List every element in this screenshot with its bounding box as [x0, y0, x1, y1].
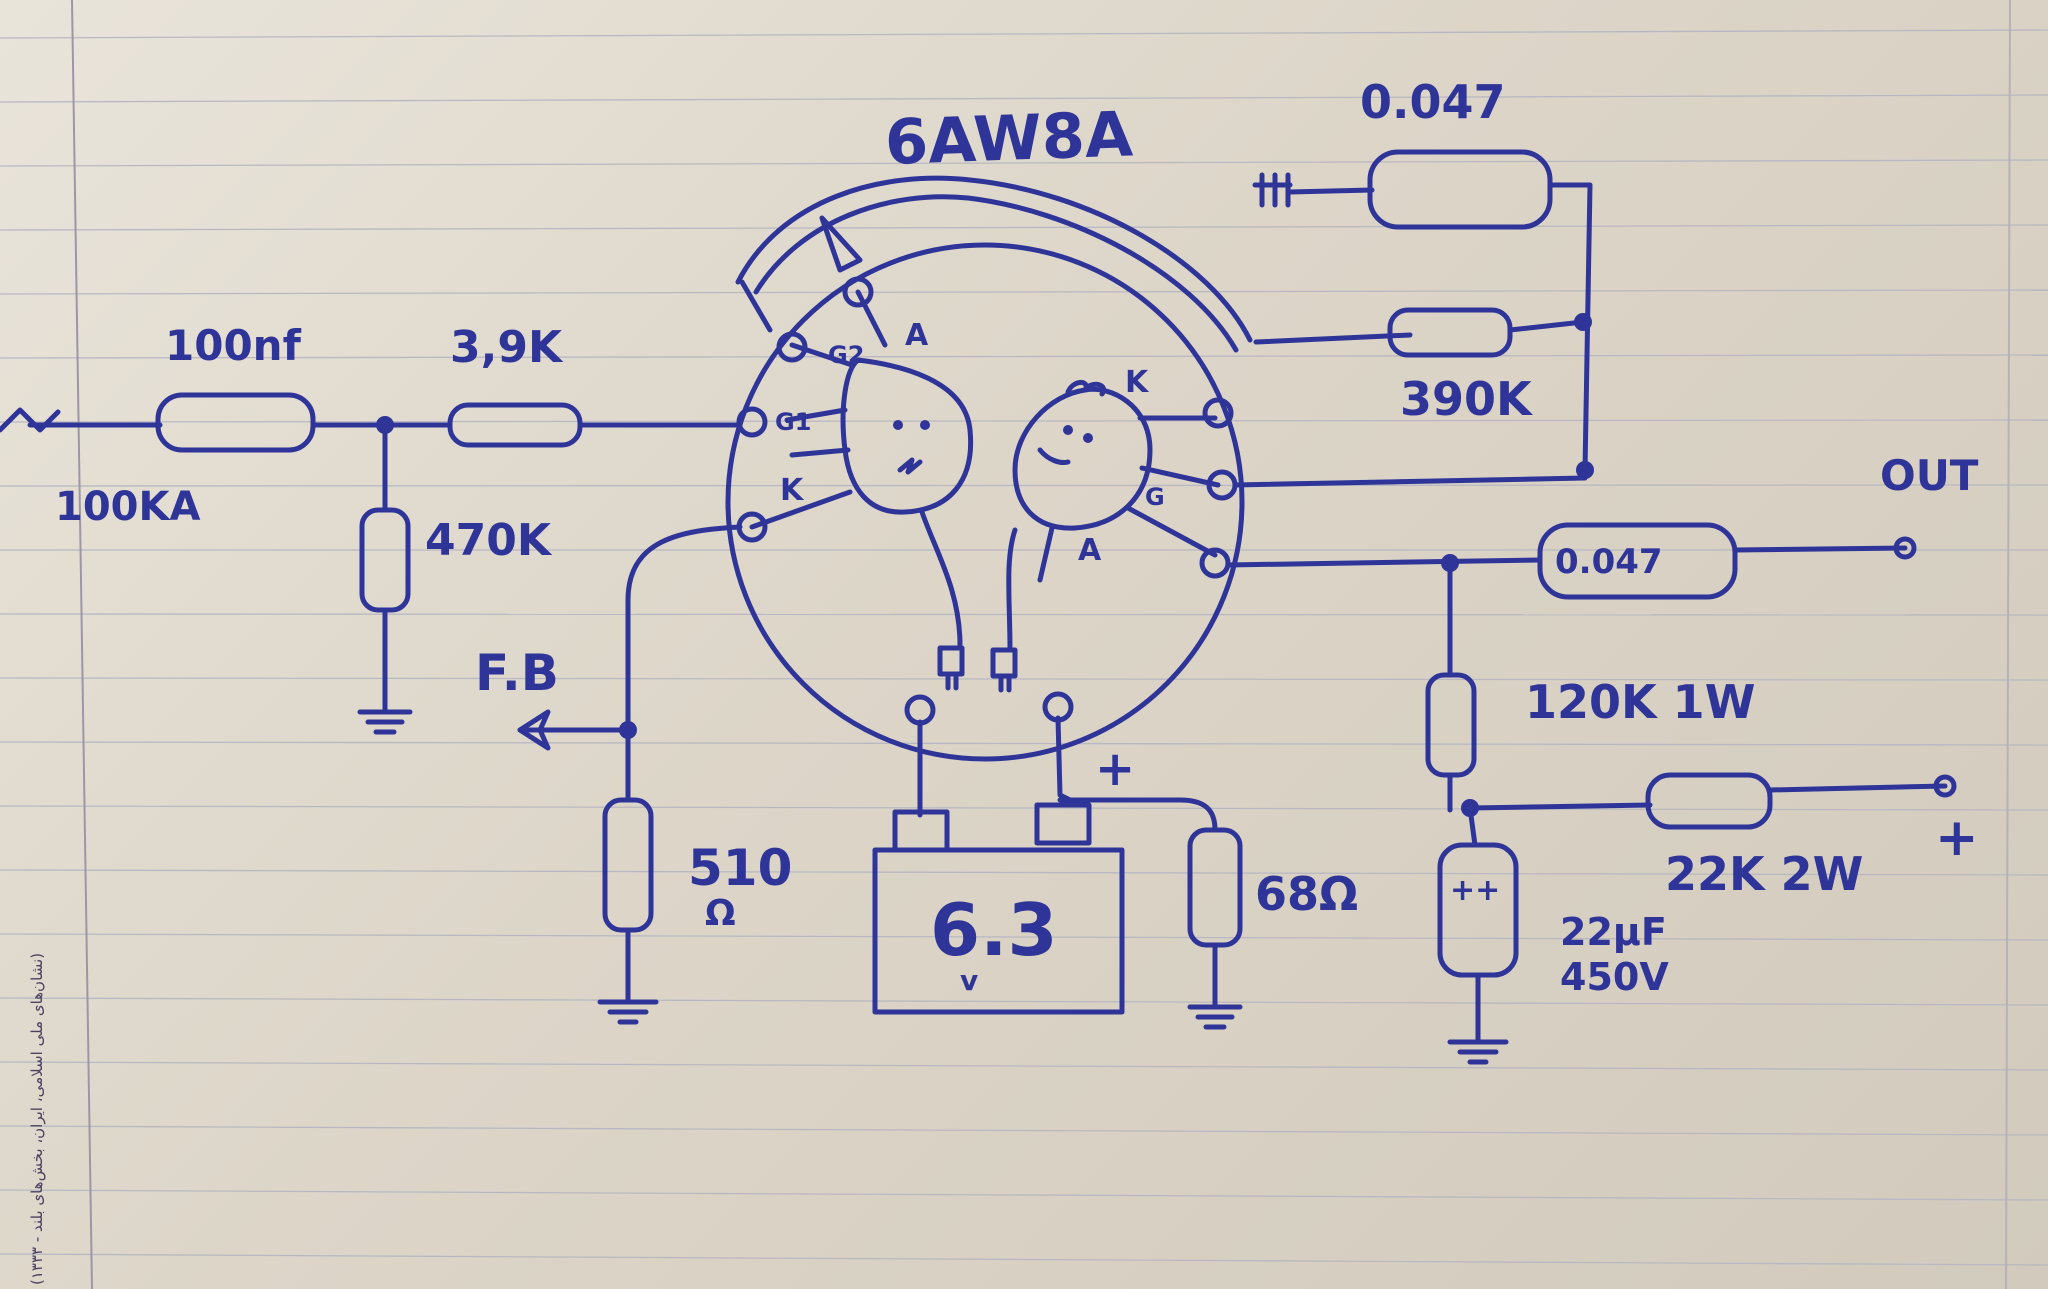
input-section: [0, 392, 743, 735]
heater-polarity-label: +: [1095, 741, 1135, 797]
pin-label-a-right: A: [1078, 533, 1102, 568]
plate-bypass-cap-label: 0.047: [1360, 75, 1506, 129]
heater-voltage-label: 6.3: [930, 888, 1058, 972]
filter-voltage-label: 450V: [1560, 955, 1669, 999]
grid-leak-label: 470K: [425, 515, 553, 566]
pin-label-k-right: K: [1125, 365, 1150, 400]
tube-envelope: [725, 242, 1245, 762]
output-label: OUT: [1880, 451, 1979, 500]
load-resistor-label: 120K 1W: [1525, 675, 1755, 729]
supply-resistor-label: 22K 2W: [1665, 847, 1863, 901]
coupling-cap-label: 100nf: [165, 321, 302, 370]
input-pot-label: 100KA: [55, 484, 200, 530]
pin-label-g1: G1: [775, 408, 811, 436]
output-coupling-cap-label: 0.047: [1555, 542, 1663, 582]
margin-note: (نشان‌های ملی اسلامی، ایران، بخش‌های بلن…: [28, 953, 46, 1285]
filter-cap-label: 22µF: [1560, 910, 1667, 954]
cathode-resistor-label: 510: [688, 839, 792, 897]
pin-label-g2: G2: [828, 341, 864, 369]
triode-cathode-resistor-label: 68Ω: [1255, 867, 1358, 921]
pin-label-a-left: A: [905, 318, 929, 353]
filter-cap-polarity: ++: [1450, 873, 1500, 908]
grid-resistor-label: 3,9K: [450, 322, 564, 373]
supply-polarity-label: +: [1935, 808, 1979, 868]
pin-label-k-left: K: [780, 473, 805, 508]
heater-unit-label: v: [960, 964, 978, 997]
feedback-label: F.B: [475, 644, 559, 702]
heater-supply: [872, 715, 1243, 1030]
pin-label-g-right: G: [1145, 483, 1165, 511]
g2-anode-link: [735, 175, 1253, 343]
plate-resistor-label: 390K: [1400, 372, 1534, 426]
cathode-resistor-unit: Ω: [705, 893, 736, 934]
plate-network: [1225, 149, 1957, 1065]
tube-label: 6AW8A: [884, 97, 1134, 179]
feedback-section: [517, 524, 743, 1025]
